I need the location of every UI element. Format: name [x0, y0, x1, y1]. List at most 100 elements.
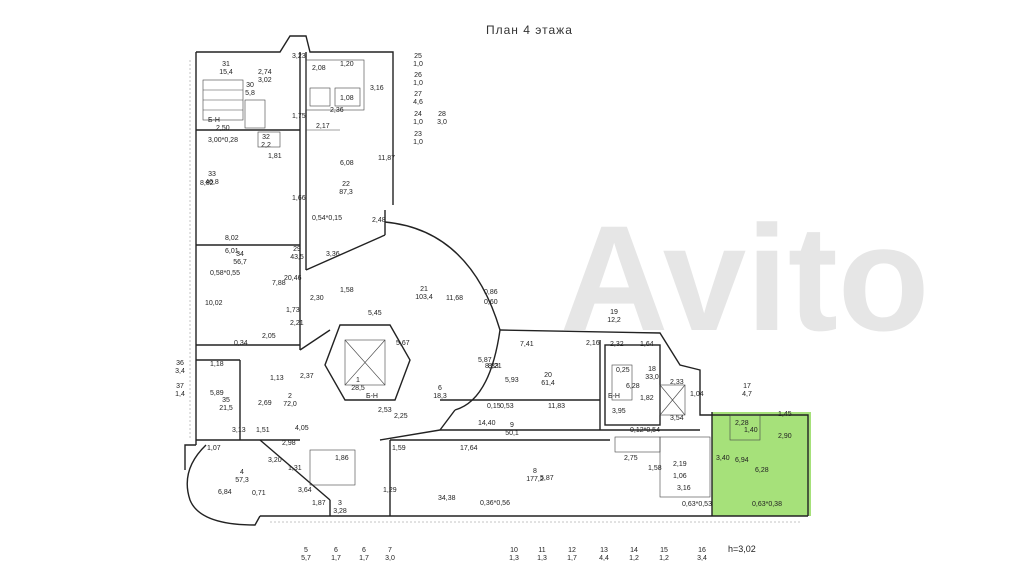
- room-area: 61,4: [541, 380, 555, 387]
- room-area: 46,8: [205, 179, 219, 186]
- dim: 2,48: [372, 217, 386, 224]
- room-area: 5,8: [245, 90, 255, 97]
- dim: 0,63*0,53: [682, 501, 712, 508]
- dim: 2,90: [778, 433, 792, 440]
- dim: 2,25: [394, 413, 408, 420]
- side-room-area: 1,0: [413, 80, 423, 87]
- dim: 5,67: [396, 340, 410, 347]
- room-labels: 3115,4305,8322,23346,83456,72943,52287,3…: [175, 61, 752, 515]
- stair-label: Б-Н: [208, 117, 220, 124]
- dim: 1,29: [383, 487, 397, 494]
- room-number: 4: [240, 469, 244, 476]
- room-number: 37: [176, 383, 184, 390]
- room-number: 3: [338, 500, 342, 507]
- dim: 6,08: [340, 160, 354, 167]
- room-number: 34: [236, 251, 244, 258]
- dim: 0,71: [252, 490, 266, 497]
- dim: 11,87: [378, 155, 395, 162]
- room-area: 43,5: [290, 254, 304, 261]
- dim: 2,08: [312, 65, 326, 72]
- dim: 0,25: [616, 367, 630, 374]
- room-area: 15,4: [219, 69, 233, 76]
- dimension-labels: 3,23 2,74 3,02 2,50 3,00*0,28 1,81 6,08 …: [200, 53, 792, 508]
- room-number: 22: [342, 181, 350, 188]
- highlighted-room[interactable]: [712, 412, 811, 516]
- dim: 0,86: [484, 289, 498, 296]
- dim: 0,60: [484, 299, 498, 306]
- bottom-room-number: 12: [568, 547, 576, 554]
- dim: 0,15: [487, 403, 501, 410]
- bottom-room-number: 13: [600, 547, 608, 554]
- room-area: 28,5: [351, 385, 365, 392]
- side-room-area: 4,6: [413, 99, 423, 106]
- dim: 2,19: [673, 461, 687, 468]
- dim: 1,51: [256, 427, 270, 434]
- bottom-room-number: 14: [630, 547, 638, 554]
- side-room-number: 27: [414, 91, 422, 98]
- outer-walls: [184, 35, 809, 526]
- dim: 1,04: [690, 391, 704, 398]
- side-room-number: 26: [414, 72, 422, 79]
- room-number: 8: [533, 468, 537, 475]
- side-room-area: 3,0: [437, 119, 447, 126]
- dim: 1,81: [268, 153, 282, 160]
- room-area: 2,2: [261, 142, 271, 149]
- dim: 2,98: [282, 440, 296, 447]
- dim: 7,41: [520, 341, 534, 348]
- dim: 3,64: [298, 487, 312, 494]
- dim: 1,66: [292, 195, 306, 202]
- bottom-room-area: 1,7: [567, 555, 577, 562]
- dim: 1,58: [648, 465, 662, 472]
- dim: 2,53: [378, 407, 392, 414]
- dim: 8,02: [225, 235, 239, 242]
- bottom-room-number: 6: [334, 547, 338, 554]
- dim: 1,75: [292, 113, 306, 120]
- dim: 1,82: [640, 395, 654, 402]
- watermark: Avito: [560, 194, 929, 362]
- room-area: 56,7: [233, 259, 247, 266]
- dim: 1,59: [392, 445, 406, 452]
- dim: 3,40: [716, 455, 730, 462]
- bottom-room-area: 3,0: [385, 555, 395, 562]
- dim: 20,46: [284, 275, 302, 282]
- side-room-number: 25: [414, 53, 422, 60]
- dim: 5,93: [505, 377, 519, 384]
- bottom-room-list: 55,761,761,773,0101,3111,3121,7134,4141,…: [301, 547, 707, 562]
- dim: 11,83: [548, 403, 565, 410]
- room-number: 31: [222, 61, 230, 68]
- dim: 2,50: [216, 125, 230, 132]
- dim: 2,28: [735, 420, 749, 427]
- dim: 0,12*0,54: [630, 427, 660, 434]
- room-number: 1: [356, 377, 360, 384]
- plan-title: План 4 этажа: [486, 23, 573, 37]
- dim: 8,82: [200, 180, 214, 187]
- room-area: 57,3: [235, 477, 249, 484]
- dim: 14,40: [478, 420, 496, 427]
- dim: 8,83: [485, 363, 499, 370]
- room-area: 3,4: [175, 368, 185, 375]
- bottom-room-number: 6: [362, 547, 366, 554]
- dim: 3,36: [326, 251, 340, 258]
- room-number: 19: [610, 309, 618, 316]
- dim: 1,13: [270, 375, 284, 382]
- dim: 2,21: [290, 320, 304, 327]
- dim: 3,95: [612, 408, 626, 415]
- room-area: 12,2: [607, 317, 621, 324]
- dim: 5,87: [540, 475, 554, 482]
- side-room-number: 23: [414, 131, 422, 138]
- room-area: 87,3: [339, 189, 353, 196]
- dim: 3,13: [232, 427, 246, 434]
- dim: 0,63*0,38: [752, 501, 782, 508]
- dim: 1,45: [778, 411, 792, 418]
- side-room-number: 24: [414, 111, 422, 118]
- dim: 1,58: [340, 287, 354, 294]
- dim: 2,05: [262, 333, 276, 340]
- bottom-room-area: 4,4: [599, 555, 609, 562]
- room-area: 103,4: [415, 294, 433, 301]
- bottom-room-area: 1,7: [359, 555, 369, 562]
- bottom-room-area: 1,7: [331, 555, 341, 562]
- room-number: 35: [222, 397, 230, 404]
- stair-label: Б-Н: [366, 393, 378, 400]
- bottom-room-area: 3,4: [697, 555, 707, 562]
